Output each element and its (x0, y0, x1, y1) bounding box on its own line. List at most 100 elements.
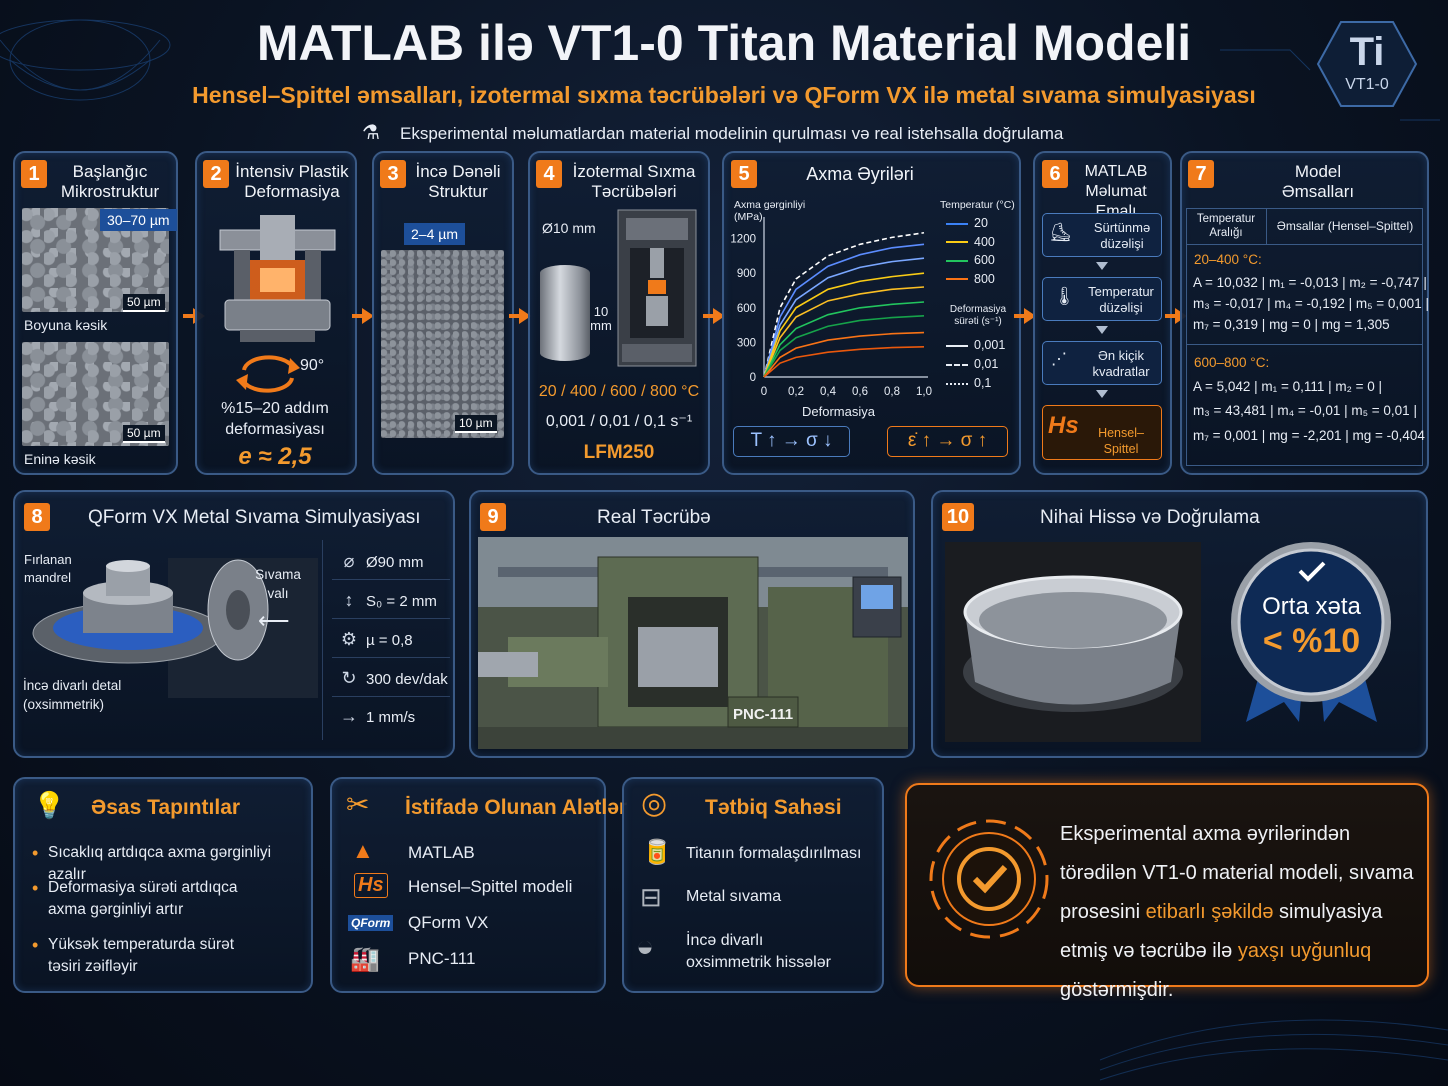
y-tick-label: 300 (737, 337, 756, 349)
conclusion-highlight-2: yaxşı uyğunluq (1237, 940, 1372, 962)
thermometer-icon: 🌡 (1053, 286, 1076, 306)
param-diameter: ⌀Ø90 mm (332, 542, 450, 580)
conclusion-part-3: göstərmişdir. (1060, 979, 1174, 1001)
step-9-number: 9 (480, 503, 506, 531)
spinning-part-icon: ⊟ (640, 882, 662, 912)
series-line (763, 286, 925, 378)
step-7-number: 7 (1188, 160, 1214, 188)
table-divider (1186, 244, 1423, 245)
y-tick-label: 0 (750, 372, 756, 384)
fine-grain-image (381, 250, 504, 438)
spinning-machine-photo (478, 537, 908, 749)
legend-label: 800 (974, 271, 995, 286)
hensel-spittel-label: Hensel–Spittel (1098, 426, 1144, 456)
page-tagline: Eksperimental məlumatlardan material mod… (400, 124, 1064, 143)
cut-transverse-label: Eninə kəsik (24, 451, 96, 467)
page-title: MATLAB ilə VT1-0 Titan Material Modeli (256, 15, 1192, 71)
real-test-title: Real Təcrübə (597, 507, 711, 528)
series-line (763, 231, 925, 378)
least-squares-label: Ən kiçik kvadratlar (1092, 348, 1150, 379)
series-line (763, 345, 925, 378)
step-8-number: 8 (24, 503, 50, 531)
page-subtitle: Hensel–Spittel əmsalları, izotermal sıxm… (192, 82, 1256, 108)
conclusion-text: Eksperimental axma əyrilərindən törədilə… (1060, 815, 1416, 1010)
rotate-90-icon (236, 355, 300, 393)
step-2-title: İntensiv Plastik Deformasiya (235, 162, 349, 201)
step-deformation-text: %15–20 addım deformasiyası (221, 400, 329, 438)
x-tick-label: 0,4 (820, 386, 837, 398)
temperature-correction-box: 🌡 Temperatur düzəlişi (1042, 277, 1162, 321)
series-line (763, 301, 925, 378)
x-tick-label: 1,0 (916, 386, 932, 398)
specimen-diameter: Ø10 mm (542, 220, 596, 236)
matlab-logo-icon: ▲ (352, 838, 374, 863)
table-divider (1186, 344, 1423, 345)
grain-size-tag: 2–4 µm (404, 223, 465, 245)
application-2: Metal sıvama (686, 888, 782, 905)
step-1-title: Başlanğıc Mikrostruktur (60, 162, 160, 201)
series-line (763, 243, 925, 378)
tools-icon: ✂ (346, 789, 370, 820)
param-thickness: ↕S₀ = 2 mm (332, 581, 450, 619)
range-2-line-2: m₃ = 43,481 | m₄ = -0,01 | m₅ = 0,01 | (1193, 403, 1417, 418)
y-tick-label: 900 (737, 268, 756, 280)
tools-title: İstifadə Olunan Alətlər (405, 796, 628, 819)
param-feed: → 1 mm/s (332, 697, 450, 735)
application-panel (622, 777, 884, 993)
x-tick-label: 0,8 (884, 386, 900, 398)
press-die-icon (219, 215, 336, 342)
application-3: İncə divarlı oxsimmetrik hissələr (686, 932, 831, 971)
range-1-line-2: m₃ = -0,017 | m₄ = -0,192 | m₅ = 0,001 | (1193, 296, 1429, 311)
findings-title: Əsas Tapıntılar (91, 796, 241, 819)
legend-swatch (946, 241, 968, 244)
param-feed-value: 1 mm/s (366, 709, 416, 726)
step-5-title: Axma Əyriləri (806, 164, 914, 184)
step-4-title: İzotermal Sıxma Təcrübələri (572, 162, 696, 201)
qform-logo-icon: QForm (348, 915, 394, 931)
legend-label: 0,01 (974, 357, 999, 371)
x-tick-label: 0,2 (788, 386, 804, 398)
legend-rate-item: 0,001 (946, 336, 1005, 355)
lightbulb-icon: 💡 (33, 790, 66, 820)
specimen-cylinder (540, 265, 590, 361)
strain-rates: 0,001 / 0,01 / 0,1 s⁻¹ (545, 413, 693, 430)
temperature-correction-label: Temperatur düzəlişi (1088, 284, 1154, 315)
flask-icon: ⚗ (362, 122, 380, 144)
final-title: Nihai Hissə və Doğrulama (1040, 507, 1260, 528)
y-tick-label: 1200 (730, 234, 756, 246)
range-1-line-1: A = 10,032 | m₁ = -0,013 | m₂ = -0,747 | (1193, 275, 1427, 290)
specimen-height: 10 mm (590, 304, 612, 333)
x-tick-label: 0,6 (852, 386, 868, 398)
feed-arrow-icon: → (340, 706, 358, 726)
least-squares-box: ⋰ Ən kiçik kvadratlar (1042, 341, 1162, 385)
down-arrow-icon (1096, 262, 1108, 270)
thickness-icon: ↕ (344, 590, 354, 610)
scale-bar: 10 µm (455, 415, 497, 433)
param-friction-value: µ = 0,8 (366, 632, 413, 649)
friction-correction-label: Sürtünmə düzəlişi (1093, 220, 1151, 251)
legend-label: 0,001 (974, 338, 1006, 352)
legend-label: 0,1 (974, 376, 992, 390)
legend-strain-rate: 0,001 0,01 0,1 (946, 336, 1005, 393)
friction-icon: ⚙ (340, 629, 358, 649)
part-label: İncə divarlı detal (oxsimmetrik) (23, 678, 122, 712)
step-6-number: 6 (1042, 160, 1068, 188)
hs-logo-icon: Hs (354, 873, 388, 898)
down-arrow-icon (1096, 326, 1108, 334)
rule-rate-box: ε̇ ↑ → σ ↑ (887, 426, 1008, 457)
scale-bar: 50 µm (123, 294, 165, 312)
param-friction: ⚙ µ = 0,8 (332, 620, 450, 658)
range-2-line-3: m₇ = 0,001 | mg = -2,201 | mg = -0,404 (1193, 428, 1425, 443)
tools-panel (330, 777, 606, 993)
scale-bar: 50 µm (123, 425, 165, 443)
rotation-icon: ↻ (341, 668, 357, 688)
qform-title: QForm VX Metal Sıvama Simulyasiyası (88, 507, 421, 528)
step-10-number: 10 (942, 503, 974, 531)
grain-size-tag: 30–70 µm (100, 209, 177, 231)
validation-seal-icon (1231, 542, 1391, 722)
step-5-number: 5 (731, 160, 757, 188)
step-3-title: İncə Dənəli Struktur (415, 162, 501, 201)
table-divider (1266, 208, 1267, 244)
